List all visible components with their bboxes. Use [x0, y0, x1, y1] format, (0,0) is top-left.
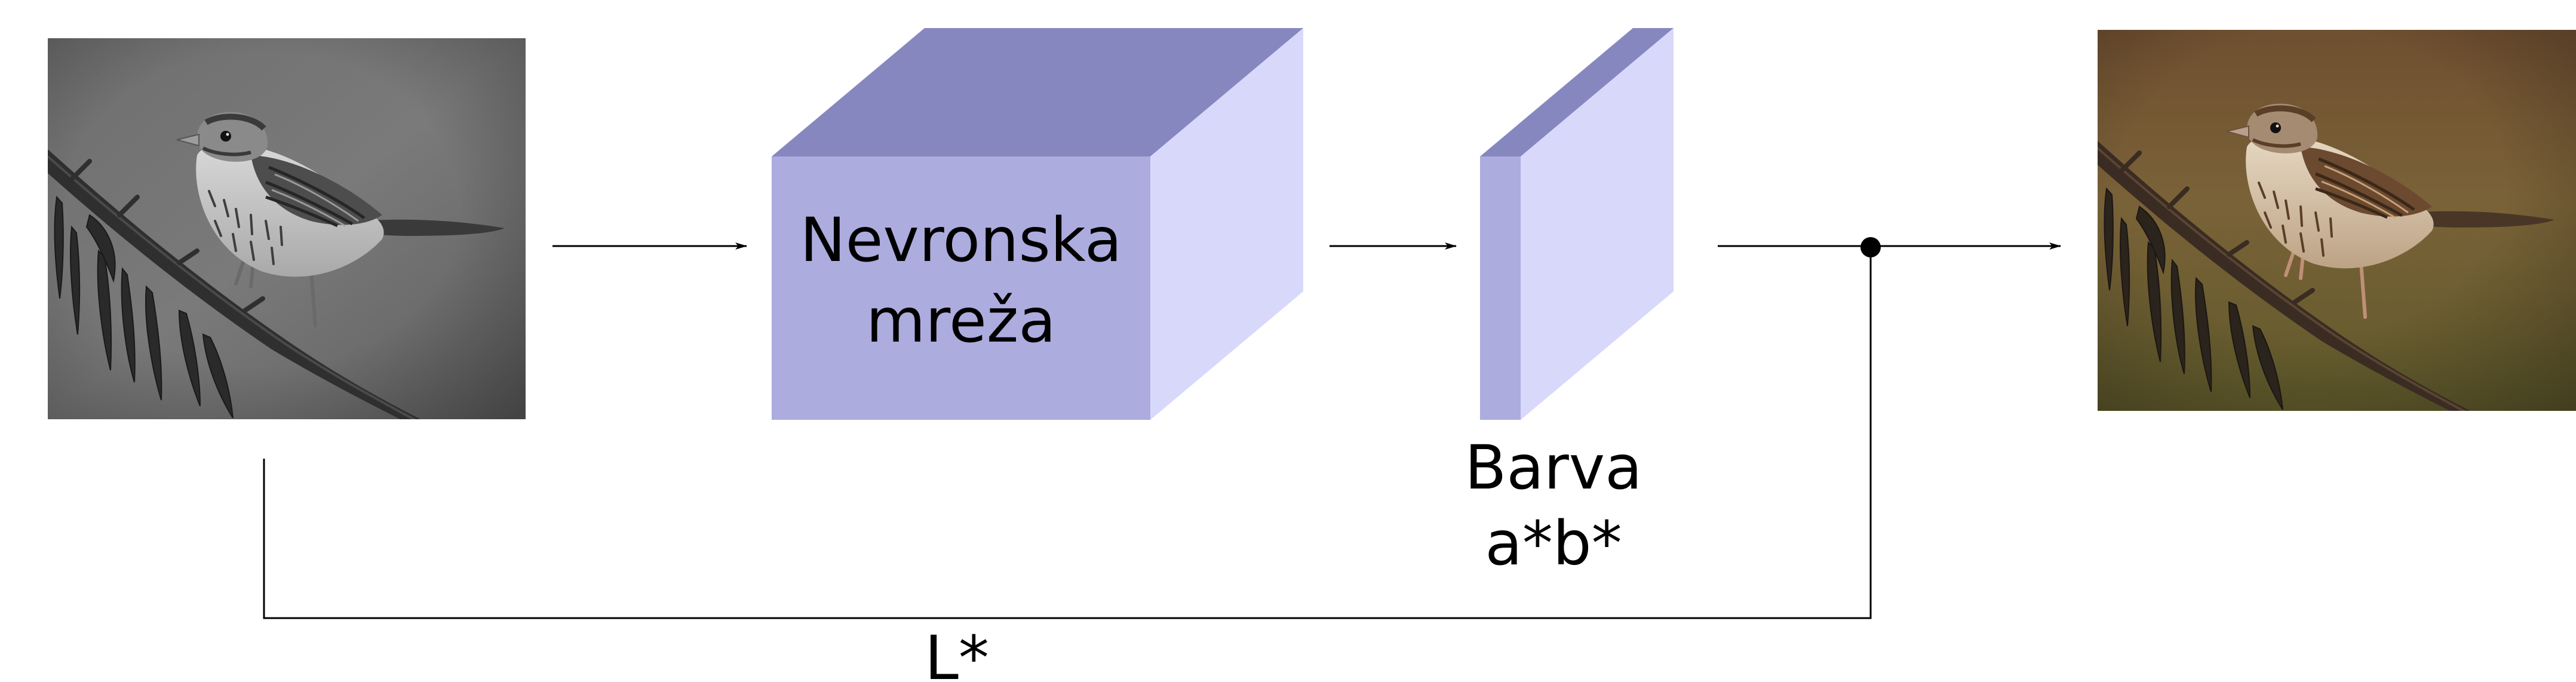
network-label-line2: mreža	[866, 285, 1056, 357]
output-colorized-photo	[2098, 30, 2576, 411]
input-grayscale-photo	[48, 38, 526, 419]
sparrow	[176, 112, 505, 327]
network-cube-front	[772, 156, 1150, 420]
layer-slab-top	[1480, 28, 1674, 156]
network-label-line1: Nevronska	[800, 205, 1122, 276]
network-cube-top	[772, 28, 1303, 156]
lightness-skip-connection	[263, 247, 1872, 619]
sparrow	[2226, 103, 2554, 319]
ab-label-line2: a*b*	[1485, 508, 1622, 579]
network-cube-side	[1150, 28, 1303, 420]
dried-leaves	[54, 195, 234, 419]
lightness-label: L*	[925, 623, 989, 682]
layer-slab-front	[1480, 156, 1521, 420]
dried-leaves	[2104, 187, 2283, 410]
ab-output-layer-block	[1480, 28, 1674, 420]
branch	[48, 149, 421, 419]
layer-slab-side	[1521, 28, 1674, 420]
neural-network-block: Nevronska mreža	[772, 28, 1303, 420]
ab-label-line1: Barva	[1464, 432, 1642, 503]
branch	[2098, 141, 2471, 411]
